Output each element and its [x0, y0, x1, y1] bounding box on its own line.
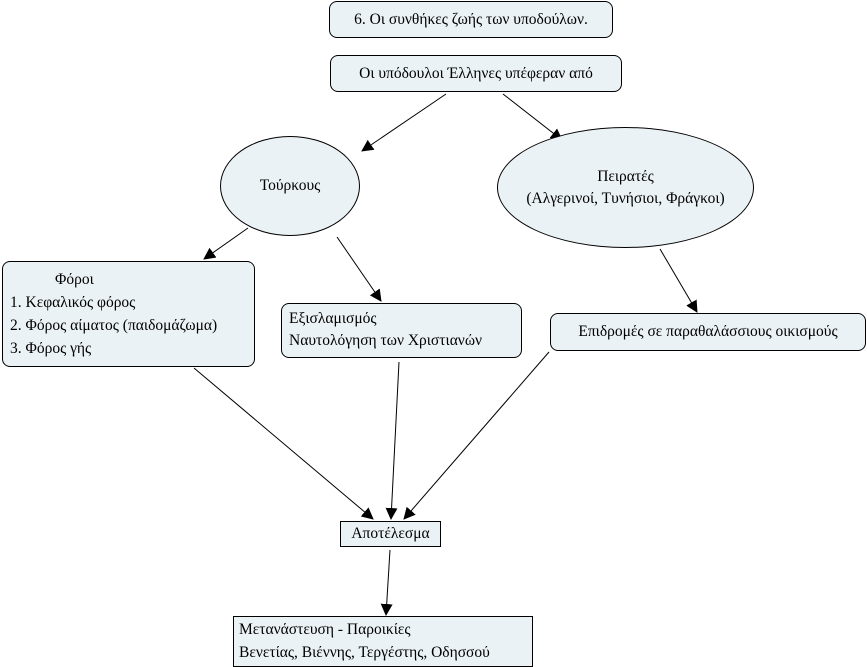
islamization-node: Εξισλαμισμός Ναυτολόγηση των Χριστιανών	[281, 303, 522, 358]
edge-result-to-emigration	[380, 549, 393, 616]
title-node: 6. Οι συνθήκες ζωής των υποδούλων.	[329, 1, 613, 38]
turks-text: Τούρκους	[259, 177, 321, 194]
taxes-heading: Φόροι	[55, 271, 94, 288]
taxes-item: 1. Κεφαλικός φόρος	[10, 294, 136, 311]
edge-turks-to-taxes	[203, 227, 249, 260]
emigration-node: Μετανάστευση - Παροικίες Βενετίας, Βιένν…	[233, 616, 533, 667]
taxes-item: 2. Φόρος αίματος (παιδομάζωμα)	[10, 317, 218, 334]
edge-subtitle-to-turks	[361, 93, 447, 152]
taxes-node: Φόροι 1. Κεφαλικός φόρος 2. Φόρος αίματο…	[2, 261, 255, 367]
edge-taxes-to-result	[193, 367, 374, 520]
edge-subtitle-to-pirates	[502, 93, 563, 141]
raids-text: Επιδρομές σε παραθαλάσσιους οικισμούς	[578, 323, 838, 340]
raids-node: Επιδρομές σε παραθαλάσσιους οικισμούς	[550, 313, 866, 351]
subtitle-text: Οι υπόδουλοι Έλληνες υπέφεραν από	[359, 64, 593, 82]
pirates-text-line1: Πειρατές	[597, 167, 654, 185]
taxes-item: 3. Φόρος γής	[10, 340, 92, 357]
edge-turks-to-islamization	[336, 236, 382, 302]
turks-node: Τούρκους	[220, 136, 360, 236]
edge-pirates-to-raids	[659, 248, 698, 313]
result-text: Αποτέλεσμα	[351, 525, 430, 542]
result-node: Αποτέλεσμα	[340, 521, 441, 547]
emigration-text-line2: Βενετίας, Βιέννης, Τεργέστης, Οδησσού	[239, 644, 490, 661]
title-text: 6. Οι συνθήκες ζωής των υποδούλων.	[354, 10, 588, 28]
islamization-text-line1: Εξισλαμισμός	[289, 310, 377, 327]
subtitle-node: Οι υπόδουλοι Έλληνες υπέφεραν από	[330, 55, 622, 92]
emigration-text-line1: Μετανάστευση - Παροικίες	[239, 621, 411, 638]
pirates-text-line2: (Αλγερινοί, Τυνήσιοι, Φράγκοι)	[526, 189, 725, 207]
edge-raids-to-result	[403, 351, 550, 520]
pirates-node: Πειρατές (Αλγερινοί, Τυνήσιοι, Φράγκοι)	[497, 127, 754, 248]
edge-islamization-to-result	[385, 361, 400, 520]
islamization-text-line2: Ναυτολόγηση των Χριστιανών	[289, 332, 483, 349]
